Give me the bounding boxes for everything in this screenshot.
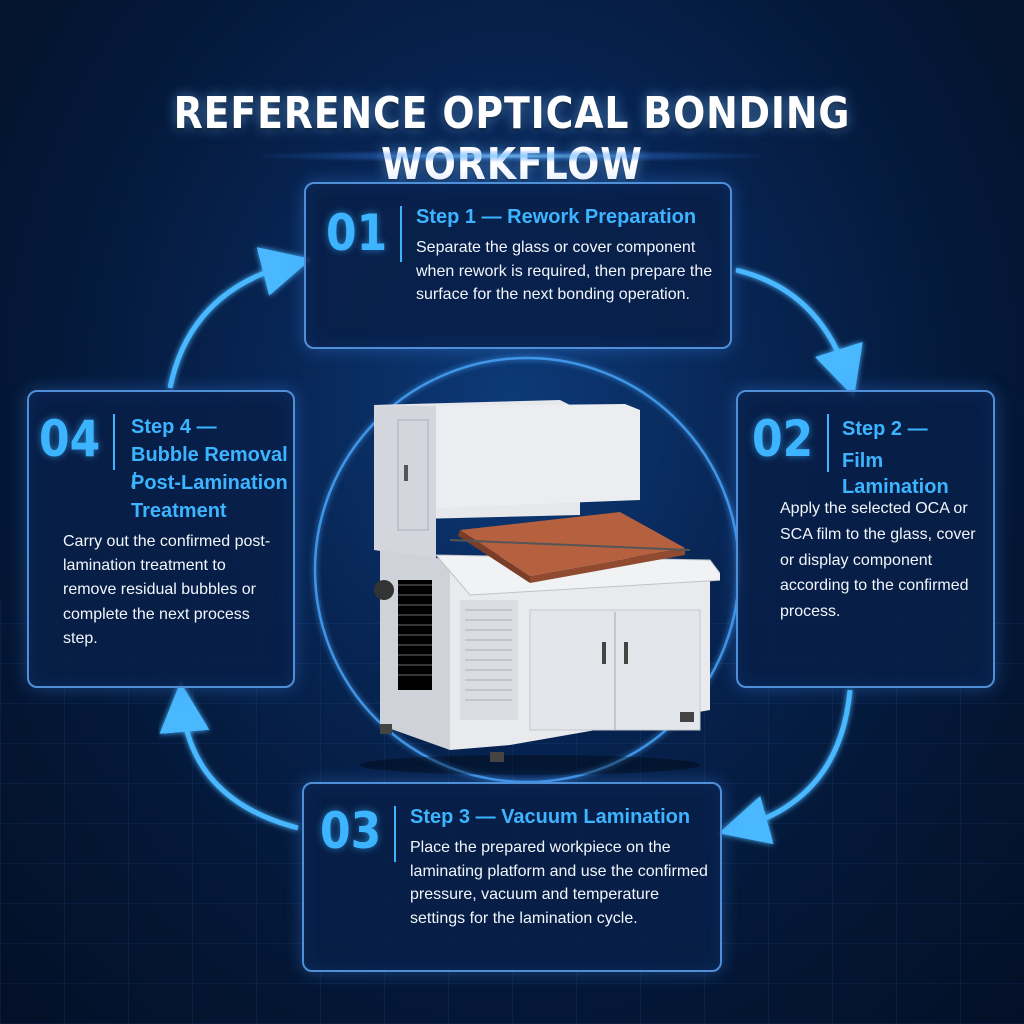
step-description: Place the prepared workpiece on the lami… — [410, 839, 708, 927]
laminating-machine-image — [360, 400, 720, 775]
step-title: Step 1 — Rework Preparation — [416, 206, 697, 228]
divider — [394, 806, 396, 862]
step-card-3: 03 Step 3 — Vacuum Lamination Place the … — [302, 782, 722, 972]
divider — [827, 414, 829, 472]
step-card-2: 02 Step 2 — Film Lamination Apply the se… — [736, 390, 995, 688]
step-title: Step 3 — Vacuum Lamination — [410, 806, 691, 828]
step-card-1: 01 Step 1 — Rework Preparation Separate … — [304, 182, 732, 349]
arrow-4-to-1 — [167, 247, 312, 389]
step-number: 03 — [320, 802, 382, 860]
step-number: 01 — [326, 204, 388, 262]
step-description: Carry out the confirmed post-lamination … — [63, 533, 271, 647]
step-title-line-2: Bubble Removal / — [131, 444, 288, 492]
title-glow — [262, 150, 762, 162]
step-number: 04 — [39, 410, 101, 468]
step-card-4: 04 Step 4 — Bubble Removal / Post-Lamina… — [27, 390, 295, 688]
step-title-line-1: Step 2 — — [842, 418, 928, 440]
arrow-3-to-4 — [159, 682, 299, 831]
divider — [400, 206, 402, 262]
step-title-line-1: Step 4 — — [131, 416, 217, 438]
step-description: Apply the selected OCA or SCA film to th… — [780, 500, 976, 621]
step-title-line-3: Post-Lamination — [131, 472, 288, 494]
step-number: 02 — [752, 410, 814, 468]
divider — [113, 414, 115, 470]
step-title-line-4: Treatment — [131, 500, 227, 522]
page-title: REFERENCE OPTICAL BONDING WORKFLOW — [173, 88, 851, 190]
arrow-1-to-2 — [735, 267, 863, 398]
arrow-2-to-3 — [718, 689, 853, 845]
step-description: Separate the glass or cover component wh… — [416, 239, 713, 303]
step-title-line-2: Film Lamination — [842, 450, 949, 498]
